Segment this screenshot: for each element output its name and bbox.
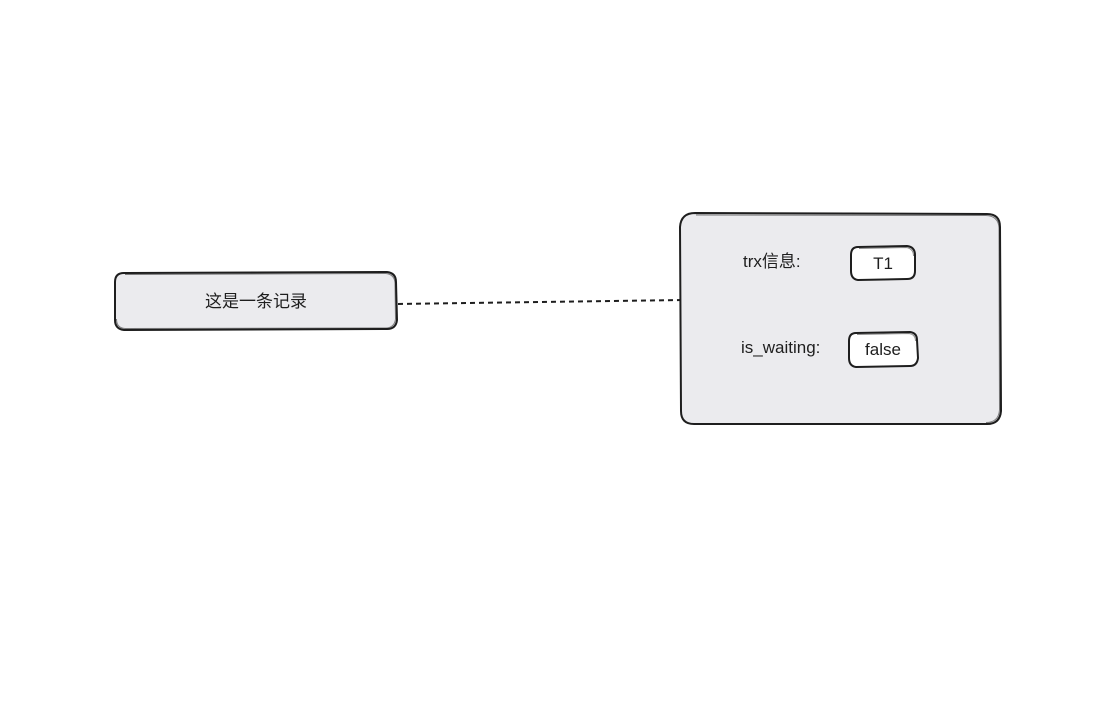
trx-value: T1	[873, 254, 893, 273]
is-waiting-value: false	[865, 340, 901, 359]
lock-struct-box	[679, 212, 1002, 425]
trx-value-box[interactable]: T1	[850, 245, 916, 281]
lock-struct-node[interactable]: trx信息: T1 is_waiting: false	[679, 212, 1002, 425]
record-label: 这是一条记录	[205, 292, 307, 312]
connector-line	[397, 299, 683, 305]
record-node[interactable]: 这是一条记录	[114, 271, 398, 331]
trx-label: trx信息:	[743, 252, 801, 271]
record-box	[114, 271, 398, 331]
is-waiting-value-box[interactable]: false	[848, 331, 919, 368]
is-waiting-label: is_waiting:	[741, 338, 820, 357]
